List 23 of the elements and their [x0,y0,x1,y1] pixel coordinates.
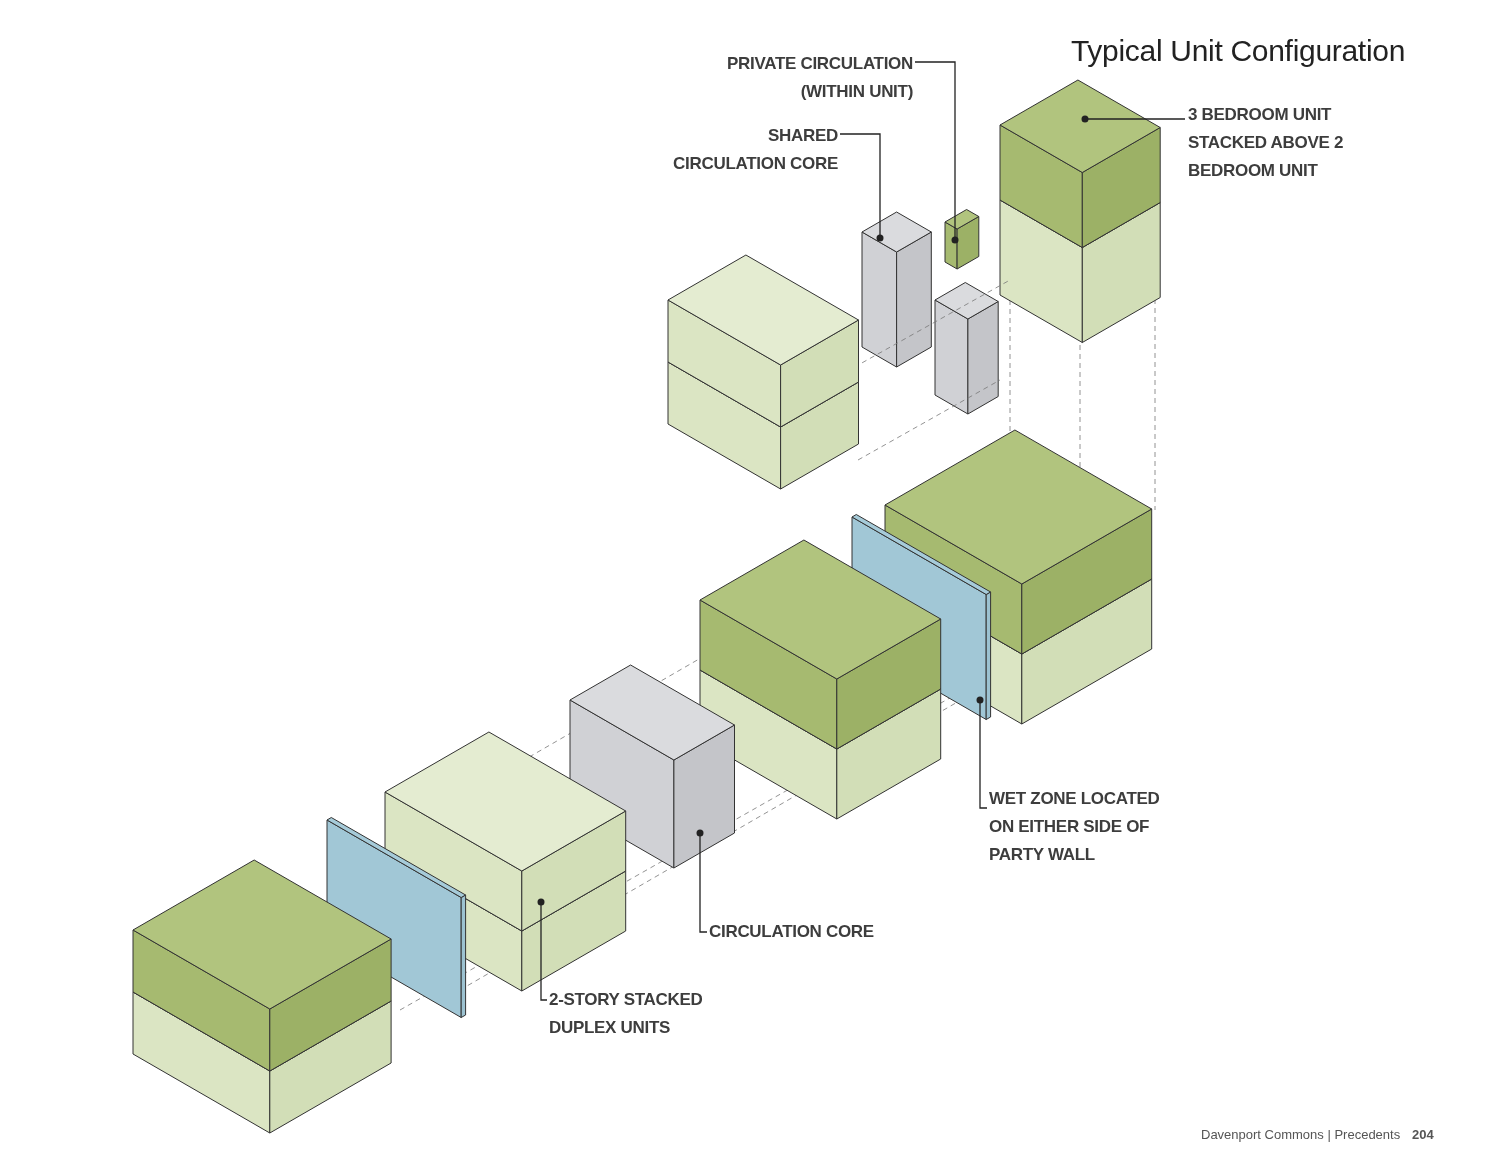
page-number: 204 [1412,1127,1434,1142]
core-block [934,282,999,415]
leader-line [976,696,988,809]
leader-line [537,898,548,1001]
unit-block [699,539,942,820]
core-block [569,664,735,869]
title: Typical Unit Configuration [1071,34,1406,68]
leader-line [914,61,959,244]
leader-line [696,829,708,933]
callout-text: PRIVATE CIRCULATION (WITHIN UNIT) [698,50,913,106]
callout-text: CIRCULATION CORE [709,918,909,946]
leader-line [1081,115,1186,123]
leader-line [839,133,884,242]
callout-text: SHARED CIRCULATION CORE [663,122,838,178]
unit-block [999,79,1161,343]
callout-text: 3 BEDROOM UNIT STACKED ABOVE 2 BEDROOM UNIT [1188,101,1378,185]
unit-block [667,254,859,490]
callout-text: 2-STORY STACKED DUPLEX UNITS [549,986,729,1042]
unit-block [132,859,392,1134]
core-block [861,211,932,368]
footer-text: Davenport Commons | Precedents [1201,1127,1401,1142]
callout-text: WET ZONE LOCATED ON EITHER SIDE OF PARTY WALL [989,785,1184,869]
stair-block [944,209,980,270]
